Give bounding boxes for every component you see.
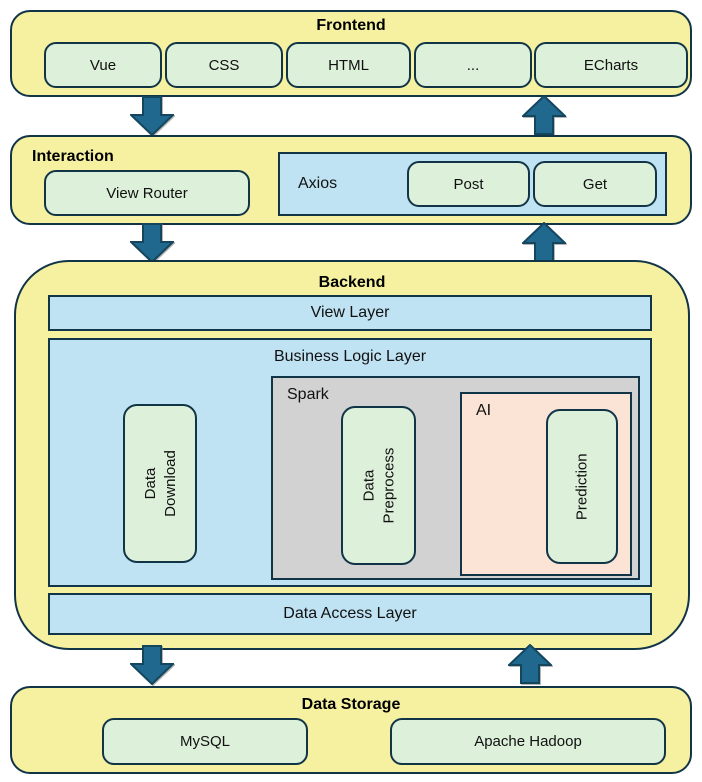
view-layer-label: View Layer <box>310 304 390 321</box>
node-get-label: Get <box>582 175 608 193</box>
node-data-preprocess: Data Preprocess <box>341 406 416 565</box>
backend-section: Backend View Layer Business Logic Layer … <box>14 260 690 650</box>
up-arrow-icon <box>522 222 566 262</box>
node-data-preprocess-label: Data Preprocess <box>360 447 397 524</box>
node-post-label: Post <box>453 175 484 193</box>
node-prediction-label: Prediction <box>573 453 591 520</box>
panel-ai: AI Prediction <box>460 392 632 576</box>
down-arrow-icon <box>130 223 174 263</box>
node-css: CSS <box>165 42 283 88</box>
node-post: Post <box>407 161 530 207</box>
node-mysql: MySQL <box>102 718 308 765</box>
panel-axios: Axios Post Get <box>278 152 667 216</box>
data-access-layer-label: Data Access Layer <box>283 605 417 622</box>
node-ellipsis-label: ... <box>466 56 480 74</box>
up-arrow-icon <box>522 95 566 135</box>
node-html-label: HTML <box>328 56 369 74</box>
business-logic-layer-label: Business Logic Layer <box>273 348 427 365</box>
node-data-download: Data Download <box>123 404 197 563</box>
node-mysql-label: MySQL <box>179 733 230 750</box>
spark-label: Spark <box>287 386 329 403</box>
down-arrow-icon <box>130 96 174 136</box>
data-storage-title: Data Storage <box>301 696 401 713</box>
down-arrow-icon <box>130 645 174 685</box>
node-css-label: CSS <box>208 56 240 74</box>
data-storage-section: Data Storage MySQL Apache Hadoop <box>10 686 692 774</box>
node-html: HTML <box>286 42 411 88</box>
bar-data-access-layer: Data Access Layer <box>48 593 652 635</box>
axios-label: Axios <box>298 175 338 192</box>
interaction-title: Interaction <box>32 148 114 165</box>
frontend-title: Frontend <box>316 17 386 34</box>
node-prediction: Prediction <box>546 409 618 564</box>
node-apache-hadoop-label: Apache Hadoop <box>474 733 582 750</box>
node-echarts-label: ECharts <box>583 56 639 74</box>
node-echarts: ECharts <box>534 42 688 88</box>
node-get: Get <box>533 161 657 207</box>
node-data-download-label: Data Download <box>141 450 179 517</box>
panel-spark: Spark Data Preprocess AI Prediction <box>271 376 640 580</box>
node-view-router-label: View Router <box>106 184 188 202</box>
node-apache-hadoop: Apache Hadoop <box>390 718 666 765</box>
up-arrow-icon <box>508 644 552 684</box>
node-view-router: View Router <box>44 170 250 216</box>
node-ellipsis: ... <box>414 42 532 88</box>
ai-label: AI <box>476 402 492 419</box>
interaction-section: Interaction View Router Axios Post Get <box>10 135 692 225</box>
node-vue-label: Vue <box>89 56 117 74</box>
panel-business-logic-layer: Business Logic Layer Data Download Spark… <box>48 338 652 587</box>
backend-title: Backend <box>318 274 386 291</box>
node-vue: Vue <box>44 42 162 88</box>
bar-view-layer: View Layer <box>48 295 652 331</box>
frontend-section: Frontend Vue CSS HTML ... ECharts <box>10 10 692 97</box>
